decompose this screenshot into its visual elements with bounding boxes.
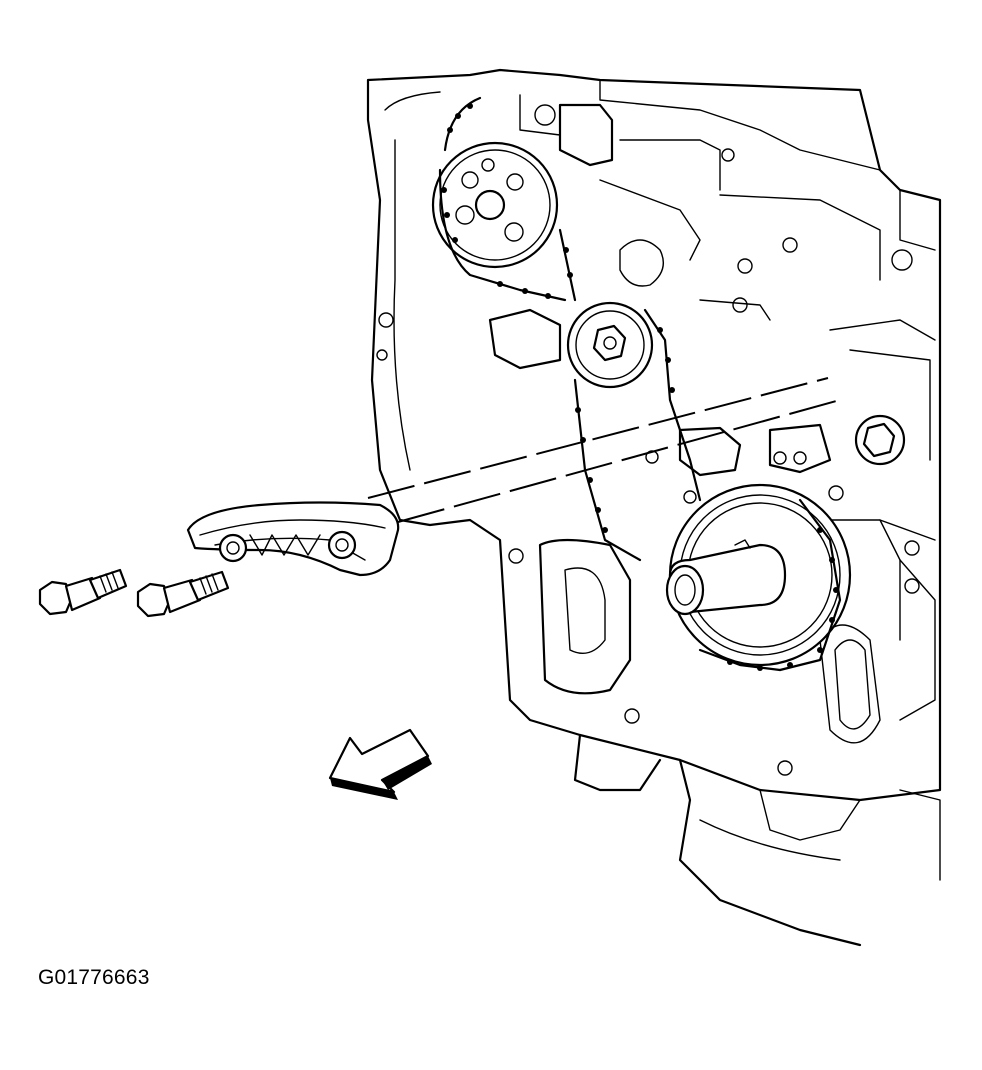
camshaft-sprocket-lower [566, 301, 654, 389]
crankshaft-sprocket [665, 483, 852, 667]
camshaft-sprocket-upper [431, 141, 559, 269]
guide-bolt-right [136, 570, 230, 618]
engine-block [366, 68, 942, 947]
alignment-lines [367, 377, 841, 523]
figure-id-label: G01776663 [38, 966, 150, 989]
chain-guide [186, 501, 400, 577]
tensioner-bolt [854, 414, 906, 466]
guide-bolt-left [38, 568, 128, 616]
direction-arrow [328, 728, 432, 800]
timing-chain [438, 96, 842, 672]
